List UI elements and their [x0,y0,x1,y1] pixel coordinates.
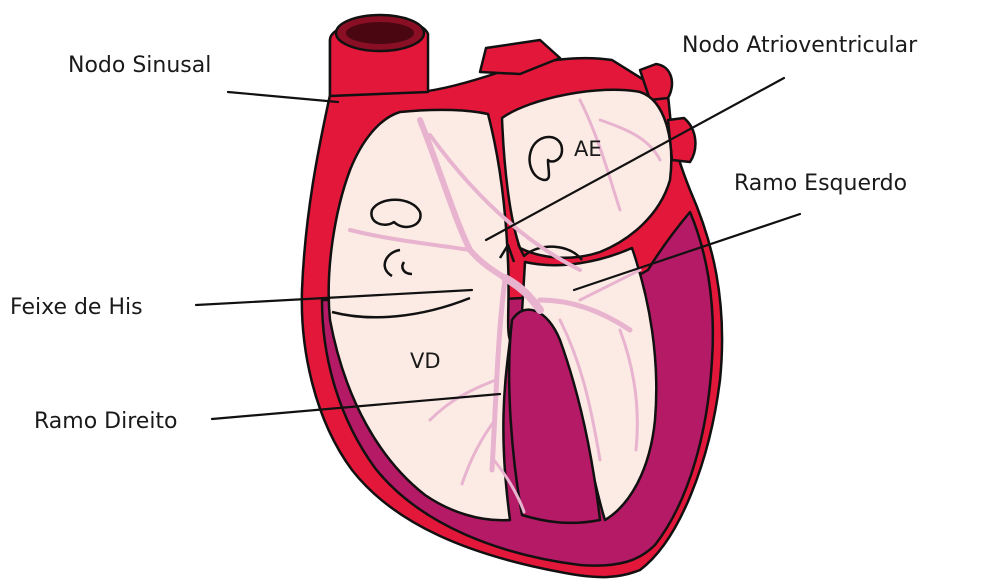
aorta-lumen [346,22,414,44]
label-feixe-de-his: Feixe de His [10,295,143,320]
label-vd: VD [410,349,441,373]
label-nodo-atrioventricular: Nodo Atrioventricular [682,33,918,58]
leader-nodo-sinusal [228,92,338,102]
label-ramo-esquerdo: Ramo Esquerdo [734,171,907,196]
label-ramo-direito: Ramo Direito [34,409,178,434]
tricuspid-valve-upper [371,200,420,227]
label-ae: AE [574,137,602,161]
label-nodo-sinusal: Nodo Sinusal [68,53,211,78]
